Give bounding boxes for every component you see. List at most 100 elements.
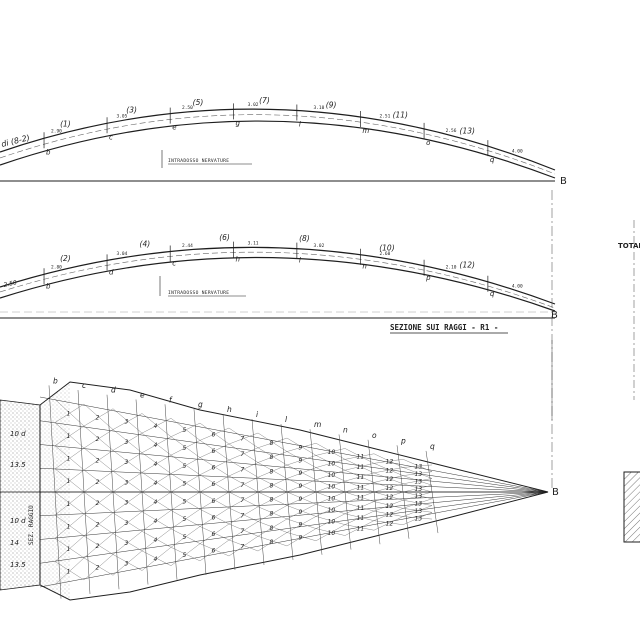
mid-letter: c bbox=[172, 259, 176, 267]
plan-diagonal bbox=[257, 521, 288, 533]
plan-diagonal bbox=[228, 507, 259, 522]
plan-diagonal bbox=[257, 477, 288, 493]
plan-cell-number: 8 bbox=[270, 539, 274, 546]
plan-diagonal bbox=[112, 531, 143, 555]
plan-diagonal bbox=[54, 535, 85, 562]
plan-cell-number: 10 bbox=[328, 530, 336, 537]
plan-diagonal bbox=[344, 472, 375, 482]
plan-diagonal bbox=[286, 516, 317, 533]
plan-diagonal bbox=[112, 429, 143, 453]
plan-diagonal bbox=[344, 513, 375, 521]
plan-diagonal bbox=[112, 491, 143, 513]
plan-diagonal bbox=[199, 509, 230, 525]
plan-diagonal bbox=[83, 491, 114, 515]
plan-outline bbox=[39, 381, 549, 601]
plan-diagonal bbox=[286, 528, 317, 547]
plan-column-letter: m bbox=[314, 420, 321, 429]
plan-diagonal bbox=[373, 516, 404, 531]
plan-cell-number: 6 bbox=[212, 548, 216, 555]
top-segment-number: (3) bbox=[126, 106, 137, 115]
plan-column-letter: d bbox=[111, 386, 116, 395]
plan-diagonal bbox=[315, 513, 346, 529]
plan-diagonal bbox=[199, 457, 230, 477]
mid-segment-number: (2) bbox=[60, 254, 71, 263]
plan-diagonal bbox=[141, 531, 172, 548]
plan-column-letter: e bbox=[140, 390, 145, 399]
section-title: SEZIONE SUI RAGGI - R1 - bbox=[390, 323, 498, 332]
plan-diagonal bbox=[170, 457, 201, 474]
plan-diagonal bbox=[112, 432, 143, 451]
plan-column-letter: g bbox=[198, 400, 203, 409]
plan-diagonal bbox=[141, 432, 172, 456]
plan-diagonal bbox=[54, 538, 85, 559]
plan-left-label: 13.5 bbox=[10, 561, 26, 569]
top-segment-number: (13) bbox=[460, 126, 475, 135]
plan-cell-number: 4 bbox=[154, 556, 158, 563]
mid-dimension: 4.00 bbox=[512, 283, 523, 289]
plan-diagonal bbox=[315, 443, 346, 460]
point-b-plan: B bbox=[552, 487, 559, 498]
top-segment-number: (5) bbox=[193, 98, 204, 107]
mid-segment-ticks bbox=[43, 241, 489, 292]
plan-cell-number: 4 bbox=[154, 461, 158, 468]
plan-diagonal bbox=[112, 554, 143, 571]
plan-column-letter: p bbox=[400, 436, 406, 445]
plan-cell-number: 12 bbox=[386, 485, 394, 492]
plan-cell-number: 9 bbox=[299, 470, 303, 477]
plan-diagonal bbox=[141, 473, 172, 493]
plan-diagonal bbox=[141, 452, 172, 474]
plan-cell-number: 1 bbox=[67, 546, 71, 553]
plan-rib-line bbox=[39, 468, 549, 493]
plan-diagonal bbox=[344, 501, 375, 514]
plan-cell-number: 5 bbox=[183, 463, 187, 470]
plan-diagonal bbox=[141, 418, 172, 434]
mid-dimension: 3.04 bbox=[116, 251, 127, 257]
plan-diagonal bbox=[199, 539, 230, 562]
plan-diagonal bbox=[257, 505, 288, 522]
plan-diagonal bbox=[344, 491, 375, 502]
plan-diagonal bbox=[54, 425, 85, 446]
plan-diagonal bbox=[112, 491, 143, 512]
right-detail: TOTALE bbox=[618, 220, 640, 543]
top-letter: c bbox=[109, 133, 113, 141]
plan-diagonal bbox=[315, 470, 346, 480]
plan-cell-number: 1 bbox=[67, 569, 71, 576]
mid-segment-number: (12) bbox=[460, 261, 475, 270]
plan-diagonal bbox=[286, 464, 317, 480]
plan-diagonal bbox=[83, 471, 114, 493]
plan-column-letter: c bbox=[82, 381, 87, 390]
plan-diagonal bbox=[344, 459, 375, 474]
plan-rib-line bbox=[39, 396, 549, 493]
plan-diagonal bbox=[315, 480, 346, 493]
plan-column-letter: b bbox=[53, 376, 58, 385]
mid-segment-number: (4) bbox=[140, 239, 151, 248]
plan-cell-number: 13 bbox=[415, 463, 423, 470]
plan-diagonal bbox=[373, 483, 404, 493]
plan-diagonal bbox=[199, 443, 230, 458]
plan-diagonal bbox=[112, 413, 143, 430]
plan-diagonal bbox=[199, 526, 230, 541]
plan-diagonal bbox=[170, 491, 201, 510]
plan-cell-number: 5 bbox=[183, 552, 187, 559]
plan-diagonal bbox=[83, 425, 114, 451]
plan-cell-number: 11 bbox=[357, 495, 365, 502]
plan-cell-number: 9 bbox=[299, 457, 303, 464]
plan-diagonal bbox=[344, 448, 375, 464]
plan-cell-number: 10 bbox=[328, 461, 336, 468]
top-segment-ticks bbox=[43, 103, 489, 157]
mid-segment-number: (6) bbox=[219, 233, 230, 242]
mid-segment-number: (8) bbox=[299, 234, 310, 243]
plan-diagonal bbox=[83, 557, 114, 576]
plan-diagonal bbox=[373, 459, 404, 464]
plan-diagonal bbox=[228, 432, 259, 445]
plan-cell-number: 11 bbox=[357, 505, 365, 512]
plan-diagonal bbox=[199, 459, 230, 475]
plan-diagonal bbox=[54, 447, 85, 469]
plan-diagonal bbox=[402, 491, 433, 499]
plan-diagonal bbox=[402, 498, 433, 509]
plan-cell-number: 11 bbox=[357, 474, 365, 481]
section-detail bbox=[623, 471, 640, 543]
plan-diagonal bbox=[344, 510, 375, 525]
